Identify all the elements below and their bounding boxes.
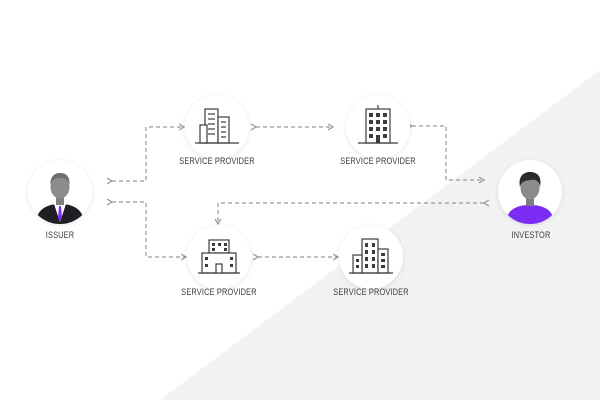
investor-label: INVESTOR <box>511 230 551 240</box>
businessman-avatar-icon <box>36 173 84 224</box>
arrow-provider-top-right-investor <box>406 122 486 184</box>
office-buildings-icon <box>349 238 393 274</box>
provider-bottom-right-node <box>339 225 403 289</box>
issuer-node <box>28 160 92 224</box>
provider-top-left-label: SERVICE PROVIDER <box>179 156 255 166</box>
investor-node <box>498 160 562 224</box>
provider-bottom-left-label: SERVICE PROVIDER <box>181 287 257 297</box>
person-avatar-icon <box>506 172 554 224</box>
provider-bottom-right-label: SERVICE PROVIDER <box>333 287 409 297</box>
issuer-label: ISSUER <box>45 230 75 240</box>
provider-bottom-left-node <box>187 225 251 289</box>
office-tower-icon <box>358 105 398 144</box>
arrow-investor-provider-bottom-left <box>214 199 490 226</box>
arrow-issuer-provider-top-left <box>106 123 186 185</box>
provider-top-right-node <box>346 95 410 159</box>
provider-top-left-node <box>185 95 249 159</box>
provider-top-right-label: SERVICE PROVIDER <box>340 156 416 166</box>
arrow-issuer-provider-bottom-left <box>106 198 188 261</box>
office-buildings-icon <box>195 108 239 144</box>
office-block-icon <box>198 239 240 274</box>
